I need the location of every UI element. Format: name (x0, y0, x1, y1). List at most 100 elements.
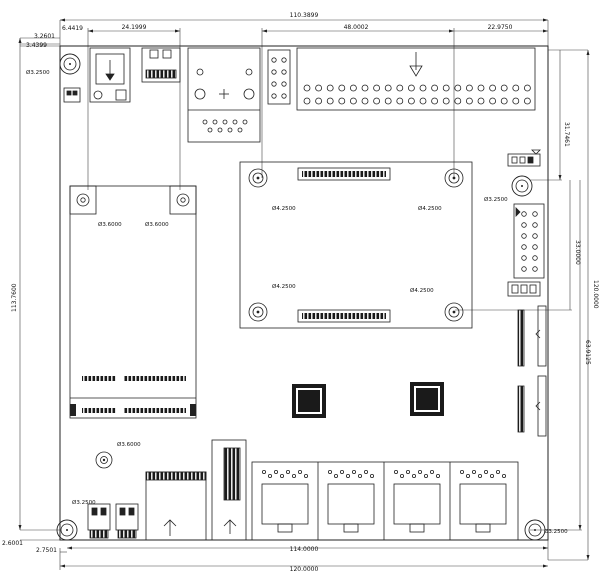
gpio-pin (384, 97, 392, 105)
hole-label-bottom-left: Ø3.2500 (72, 499, 96, 506)
gpio-pin (489, 97, 497, 105)
gpio-pin (315, 84, 323, 92)
hole-labels: Ø3.2500 Ø3.2500 Ø3.2500 Ø3.2500 Ø3.6000 … (26, 69, 568, 535)
hole-label-top-right: Ø3.2500 (484, 196, 508, 203)
gpio-pin (361, 84, 369, 92)
rj45-pin (423, 473, 428, 478)
rj45-pin (291, 473, 296, 478)
gpio-pin (419, 84, 427, 92)
jtag-pin (521, 222, 527, 228)
gpio-pin (512, 97, 520, 105)
mounting-hole-top-right (511, 175, 533, 197)
jtag-pin (521, 211, 527, 217)
dim-right-total: 120.0000 (592, 280, 599, 309)
dim-right-a: 31.7461 (563, 122, 570, 147)
rj45-pin (399, 473, 404, 478)
gpio-pin (500, 84, 508, 92)
rj45-pin (405, 469, 410, 474)
fan-header (507, 149, 541, 167)
gpio-pin (431, 84, 439, 92)
rj45-pin (393, 469, 398, 474)
dim-top-a: 24.1999 (122, 24, 147, 31)
jtag-pin (521, 266, 527, 272)
rj45-pin (429, 469, 434, 474)
rj45-pin (489, 473, 494, 478)
rj45-port-opening (459, 483, 507, 525)
dimension-lines (19, 19, 589, 570)
hole-label-top-left: Ø3.2500 (26, 69, 50, 76)
gpio-pin (489, 84, 497, 92)
mounting-hole-top-left (59, 53, 81, 75)
gpio-pin (407, 84, 415, 92)
rj45-pin (297, 469, 302, 474)
rj45-pin (345, 473, 350, 478)
rj45-pin (279, 473, 284, 478)
gpio-pin (373, 97, 381, 105)
gpio-pin (326, 97, 334, 105)
mounting-hole-bottom-left (56, 519, 78, 541)
gpio-pin (465, 97, 473, 105)
jtag-header (513, 203, 545, 279)
gpio-pin (361, 97, 369, 105)
gpio-pin (465, 84, 473, 92)
gpio-pin (442, 84, 450, 92)
rj45-latch (475, 523, 491, 533)
rj45-pin (327, 469, 332, 474)
rj45-pin (261, 469, 266, 474)
gpio-pin (407, 97, 415, 105)
gpio-pin (326, 84, 334, 92)
small-header-3pin (507, 281, 541, 297)
dim-bottom-total: 120.0000 (290, 566, 319, 573)
ic-chip-left (292, 384, 326, 418)
rj45-pin (465, 473, 470, 478)
jtag-pin (532, 255, 538, 261)
dim-top-total: 110.3899 (290, 12, 319, 19)
gpio-pin (338, 97, 346, 105)
ethernet-rj45-single (211, 439, 247, 541)
rj45-pin (477, 473, 482, 478)
rj45-latch (409, 523, 425, 533)
hole-label-mpcie-left: Ø3.6000 (98, 221, 122, 228)
gpio-pin (303, 84, 311, 92)
jtag-pin (532, 266, 538, 272)
rj45-pin (471, 469, 476, 474)
rj45-latch (343, 523, 359, 533)
gpio-pin (500, 97, 508, 105)
rj45-pin (369, 473, 374, 478)
ethernet-rj45-quad (251, 461, 519, 541)
hole-label-som-tl: Ø4.2500 (272, 205, 296, 212)
gpio-pin (524, 97, 531, 105)
jtag-pin (532, 233, 538, 239)
dim-top-b: 48.0002 (344, 24, 369, 31)
hole-label-mpcie-right: Ø3.6000 (145, 221, 169, 228)
dim-bottom-left-b: 2.7501 (36, 547, 57, 554)
jumper-header-top (267, 49, 291, 105)
gpio-pin (477, 84, 485, 92)
dim-right-c: 63.9125 (584, 340, 591, 365)
rj45-pin (267, 473, 272, 478)
gpio-pin (303, 97, 311, 105)
dim-left-c: 3.4399 (26, 42, 47, 49)
dim-right-b: 33.0000 (574, 240, 581, 265)
dimension-labels: 110.3899 24.1999 48.0002 22.9750 6.4419 … (2, 12, 599, 573)
rj45-pin (435, 473, 440, 478)
jtag-pin (521, 244, 527, 250)
gpio-pin (524, 84, 531, 92)
sd-card-slot (145, 471, 207, 541)
dimension-arrows (18, 18, 590, 568)
power-jack (63, 87, 81, 103)
usb-connector (89, 47, 131, 103)
dim-left-a: 6.4419 (62, 25, 83, 32)
rj45-pin (273, 469, 278, 474)
dim-left-total: 113.7600 (11, 283, 18, 312)
jtag-pin (532, 244, 538, 250)
gpio-pin (454, 97, 462, 105)
dim-left-b: 3.2601 (34, 33, 55, 40)
hole-label-som-tr: Ø4.2500 (418, 205, 442, 212)
rj45-pin (339, 469, 344, 474)
gpio-pin (396, 97, 404, 105)
gpio-pin (419, 97, 427, 105)
dim-bottom-inner: 114.0000 (290, 546, 319, 553)
